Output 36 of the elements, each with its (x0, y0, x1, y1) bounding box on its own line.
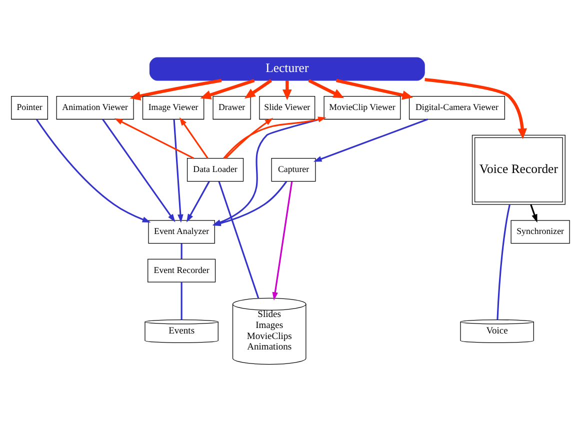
node-box: Pointer (11, 96, 48, 120)
arrow (244, 78, 272, 98)
arrow (179, 116, 208, 158)
arrow (173, 118, 184, 222)
arrow (223, 116, 326, 158)
arrow (186, 180, 210, 222)
node-box: Event Analyzer (148, 220, 215, 244)
node-box: Capturer (271, 158, 316, 182)
connector (496, 204, 510, 320)
node-box: Animation Viewer (56, 96, 134, 120)
arrow (130, 78, 222, 100)
arrow (336, 78, 414, 100)
node-box: Voice Recorder (472, 134, 566, 204)
arrow (282, 80, 292, 100)
arrow (272, 180, 293, 300)
arrow (102, 118, 176, 222)
node-box: Synchronizer (510, 220, 570, 244)
arrow (36, 118, 151, 222)
node-box: Lecturer (149, 56, 425, 80)
node-box: Digital-Camera Viewer (408, 96, 506, 120)
arrow (225, 117, 274, 158)
arrow (114, 118, 194, 159)
node-box: Drawer (212, 96, 251, 120)
arrow (424, 77, 527, 139)
arrow (530, 204, 538, 222)
connector (180, 282, 182, 320)
connector (218, 180, 260, 298)
node-box: Image Viewer (142, 96, 204, 120)
node-box: Event Recorder (148, 258, 216, 282)
node-box: MovieClip Viewer (324, 96, 401, 120)
node-box: Data Loader (186, 158, 244, 182)
arrow (200, 78, 255, 99)
arrow (313, 118, 428, 162)
arrow (308, 78, 344, 98)
connector (180, 242, 182, 259)
node-box: Slide Viewer (259, 96, 316, 120)
